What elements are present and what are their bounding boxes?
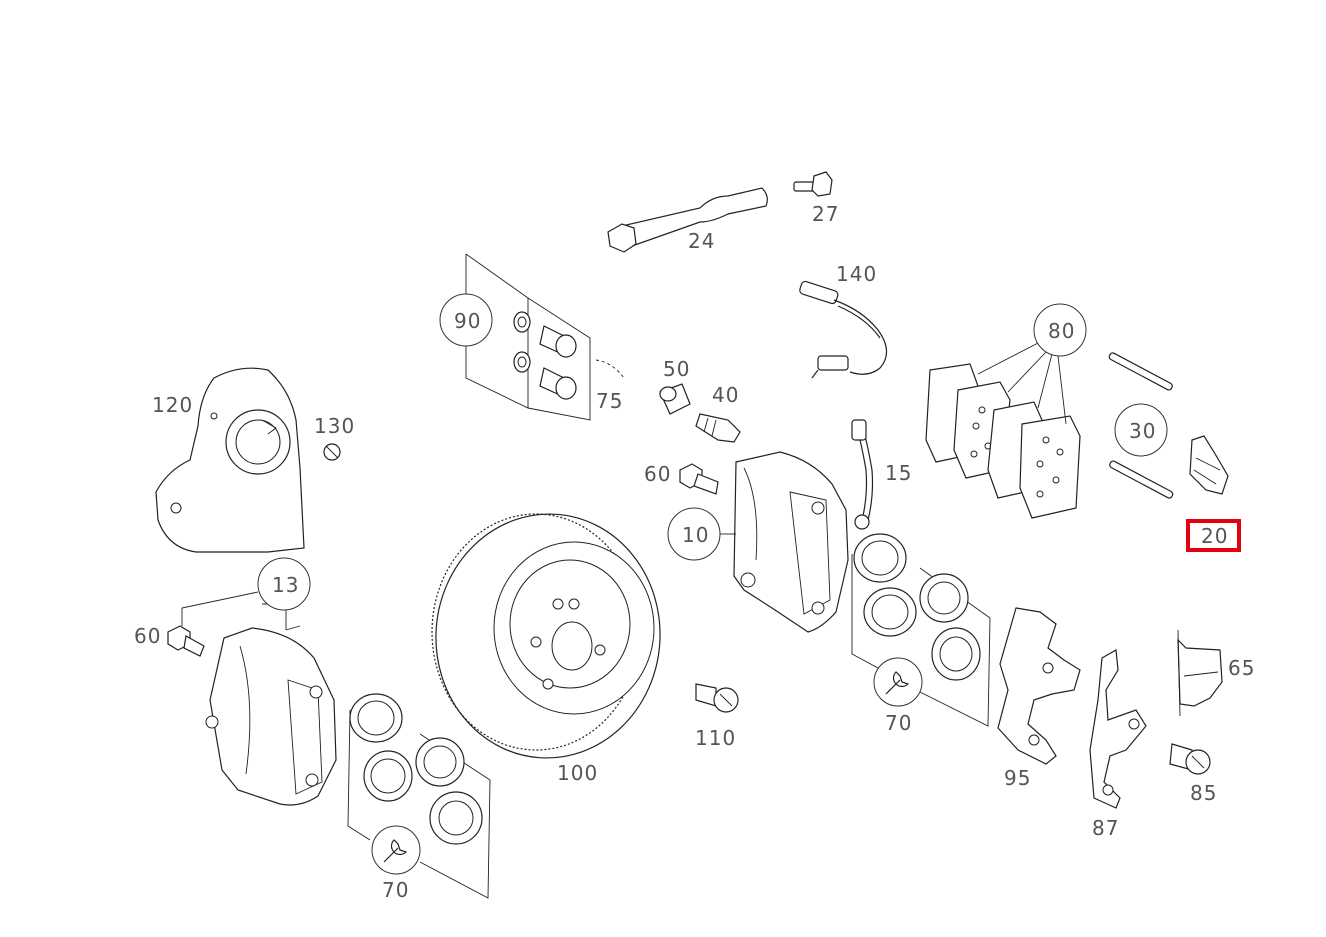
part-80-brake-pads[interactable] (925, 363, 1081, 519)
label-10[interactable]: 10 (682, 523, 709, 547)
label-85[interactable]: 85 (1190, 781, 1217, 805)
part-30-pins[interactable] (1108, 352, 1174, 499)
part-65-spring-plate[interactable] (1177, 629, 1223, 717)
label-80[interactable]: 80 (1048, 319, 1075, 343)
callout-30[interactable] (1114, 403, 1168, 457)
label-60-lower[interactable]: 60 (134, 624, 161, 648)
part-130-screw[interactable] (323, 443, 341, 461)
leader-80 (977, 341, 1067, 425)
label-60-upper[interactable]: 60 (644, 462, 671, 486)
part-75-cap[interactable] (595, 359, 625, 379)
label-110[interactable]: 110 (695, 726, 736, 750)
callout-80[interactable] (1033, 303, 1087, 357)
label-13[interactable]: 13 (272, 573, 299, 597)
label-90[interactable]: 90 (454, 309, 481, 333)
part-15-brake-hose[interactable] (851, 419, 874, 530)
part-24-guide-pin[interactable] (607, 187, 768, 253)
highlight-box-20 (1186, 519, 1241, 552)
label-95[interactable]: 95 (1004, 766, 1031, 790)
part-87-bracket[interactable] (1089, 649, 1147, 809)
callout-13[interactable] (257, 557, 311, 611)
part-27-bolt[interactable] (793, 171, 833, 197)
callout-10[interactable] (667, 507, 721, 561)
label-75[interactable]: 75 (596, 389, 623, 413)
label-100[interactable]: 100 (557, 761, 598, 785)
label-87[interactable]: 87 (1092, 816, 1119, 840)
part-90-bushings[interactable] (513, 311, 577, 400)
part-20-spring-clip[interactable] (1189, 435, 1229, 495)
label-30[interactable]: 30 (1129, 419, 1156, 443)
label-130[interactable]: 130 (314, 414, 355, 438)
label-40[interactable]: 40 (712, 383, 739, 407)
part-10-caliper[interactable] (733, 451, 849, 633)
part-85-screw[interactable] (1169, 743, 1211, 775)
callout-90[interactable] (439, 293, 493, 347)
wrench-icon (873, 657, 923, 707)
label-140[interactable]: 140 (836, 262, 877, 286)
part-40-bleeder-valve[interactable] (695, 413, 741, 443)
label-120[interactable]: 120 (152, 393, 193, 417)
part-100-brake-disc[interactable] (428, 506, 668, 765)
part-60-bolt-lower[interactable] (167, 625, 205, 657)
part-140-wear-sensor[interactable] (799, 280, 888, 379)
part-50-bleeder-cap[interactable] (659, 383, 691, 415)
part-60-bolt-upper[interactable] (679, 463, 719, 495)
label-27[interactable]: 27 (812, 202, 839, 226)
part-95-bracket[interactable] (997, 607, 1081, 765)
label-50[interactable]: 50 (663, 357, 690, 381)
label-20[interactable]: 20 (1201, 524, 1228, 548)
part-120-splash-shield[interactable] (155, 367, 305, 553)
wrench-icon (371, 825, 421, 875)
label-24[interactable]: 24 (688, 229, 715, 253)
label-15[interactable]: 15 (885, 461, 912, 485)
part-110-screw[interactable] (695, 683, 739, 713)
label-70-right[interactable]: 70 (885, 711, 912, 735)
part-13-caliper[interactable] (205, 625, 337, 806)
part-70-seals-right[interactable] (853, 533, 981, 681)
label-65[interactable]: 65 (1228, 656, 1255, 680)
label-70-left[interactable]: 70 (382, 878, 409, 902)
part-70-seals-left[interactable] (349, 693, 483, 845)
